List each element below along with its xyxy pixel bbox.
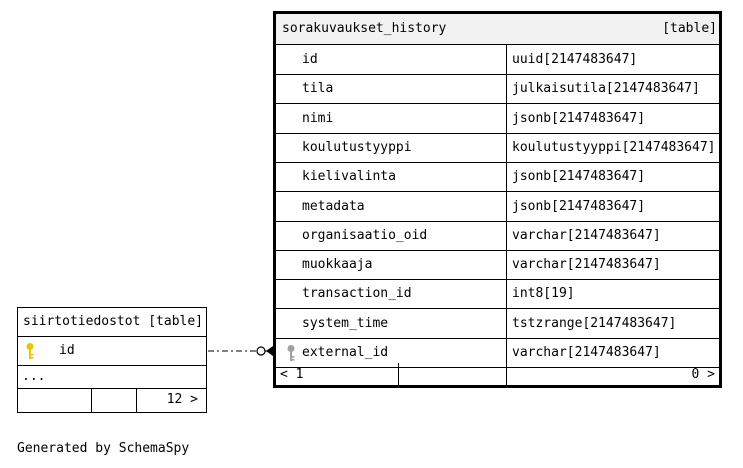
column-name: transaction_id [302,286,412,302]
more-columns: ... [18,366,206,389]
column-name: metadata [302,198,365,214]
table-row[interactable]: system_time tstzrange[2147483647] [276,308,719,339]
column-type: koulutustyyppi[2147483647] [512,139,716,155]
column-type: jsonb[2147483647] [512,110,646,126]
table-row[interactable]: external_id varchar[2147483647] [276,338,719,368]
footer-divider [136,389,137,412]
table-kind: [table] [662,21,717,36]
table-header: siirtotiedostot [table] [18,308,206,337]
column-type: varchar[2147483647] [512,227,661,243]
column-name: id [59,343,75,358]
table-siirtotiedostot[interactable]: siirtotiedostot [table] id ... 12 > [17,307,207,413]
column-divider [506,45,507,74]
footer-divider [398,363,399,385]
column-name: tila [302,81,334,97]
column-divider [506,162,507,192]
column-name: muokkaaja [302,257,373,273]
column-type: julkaisutila[2147483647] [512,81,700,97]
column-divider [506,103,507,133]
column-name: koulutustyyppi [302,139,412,155]
column-type: varchar[2147483647] [512,257,661,273]
foreign-key-icon [286,344,296,366]
table-row[interactable]: muokkaaja varchar[2147483647] [276,250,719,281]
generated-by-text: Generated by SchemaSpy [17,441,190,456]
column-type: jsonb[2147483647] [512,198,646,214]
column-type: uuid[2147483647] [512,52,638,67]
column-name: id [302,52,318,67]
column-name: system_time [302,315,389,331]
table-name[interactable]: siirtotiedostot [table] [23,314,204,329]
column-name: organisaatio_oid [302,227,428,243]
table-header: sorakuvaukset_history [table] [276,14,719,45]
column-divider [506,279,507,309]
table-row[interactable]: tila julkaisutila[2147483647] [276,74,719,105]
table-row[interactable]: id uuid[2147483647] [276,45,719,75]
table-name[interactable]: sorakuvaukset_history [282,21,447,36]
table-row[interactable]: koulutustyyppi koulutustyyppi[2147483647] [276,132,719,163]
footer-divider [506,363,507,385]
table-row[interactable]: transaction_id int8[19] [276,279,719,310]
table-row[interactable]: metadata jsonb[2147483647] [276,191,719,222]
table-row[interactable]: nimi jsonb[2147483647] [276,103,719,134]
children-count[interactable]: 12 > [166,392,198,407]
column-name: external_id [302,345,389,360]
column-divider [506,132,507,162]
column-name: nimi [302,110,334,126]
table-row[interactable]: organisaatio_oid varchar[2147483647] [276,220,719,251]
column-type: jsonb[2147483647] [512,169,646,185]
column-divider [506,191,507,221]
table-row[interactable]: kielivalinta jsonb[2147483647] [276,162,719,193]
column-divider [506,250,507,280]
column-divider [506,338,507,367]
primary-key-icon [25,342,35,364]
table-footer: < 1 0 > [276,363,719,385]
column-divider [506,74,507,104]
column-type: int8[19] [512,286,575,302]
column-divider [506,220,507,250]
table-footer: 12 > [18,389,206,412]
table-sorakuvaukset-history[interactable]: sorakuvaukset_history [table] id uuid[214… [273,11,722,388]
ellipsis: ... [22,369,46,384]
table-row[interactable]: id [18,337,206,366]
column-type: varchar[2147483647] [512,345,661,360]
parents-count[interactable]: < 1 [280,367,304,382]
column-divider [506,308,507,338]
footer-divider [91,389,92,412]
column-type: tstzrange[2147483647] [512,315,677,331]
column-name: kielivalinta [302,169,396,185]
children-count[interactable]: 0 > [691,367,715,382]
